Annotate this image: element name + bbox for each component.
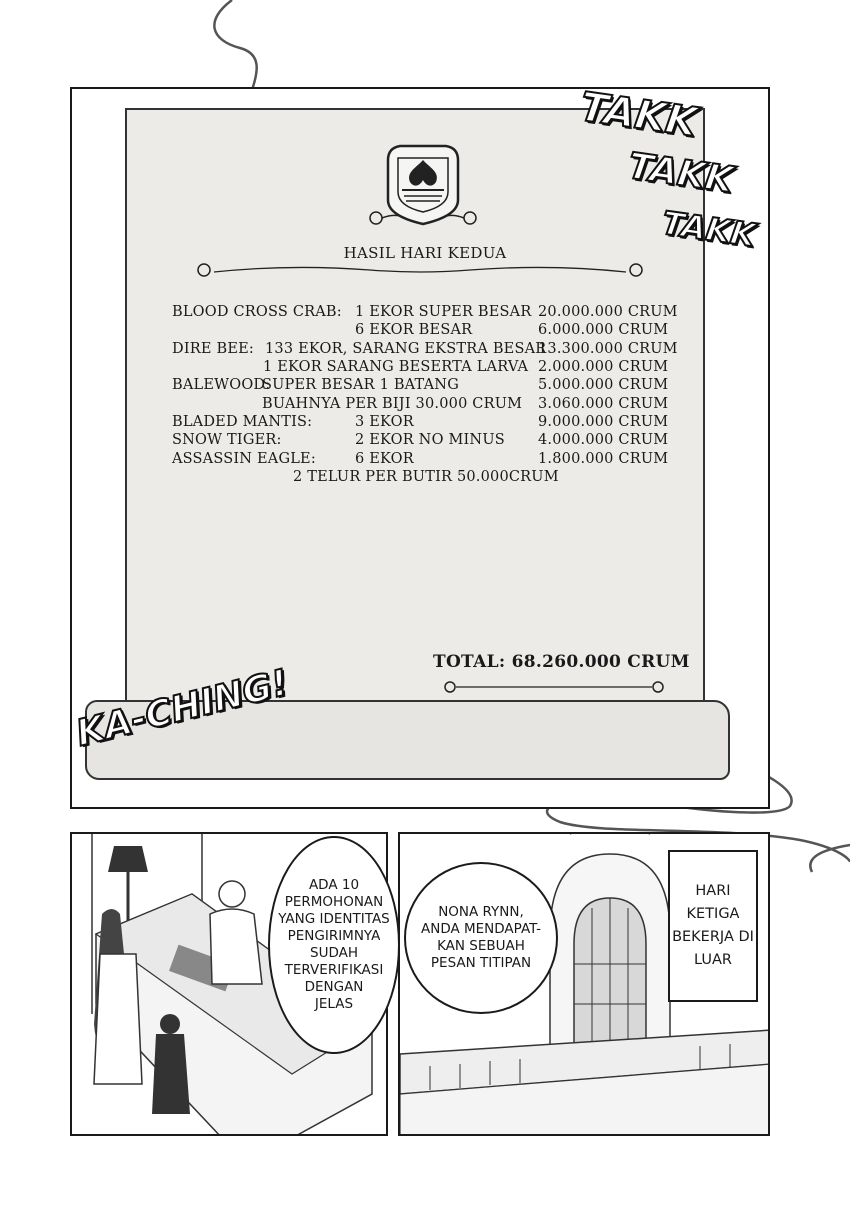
lobby-illustration: [91, 834, 374, 1134]
row-name: BLOOD CROSS CRAB:: [172, 304, 342, 320]
total-amount: TOTAL: 68.260.000 CRUM: [433, 652, 690, 672]
row-name: DIRE BEE:: [172, 341, 254, 357]
row-detail: 133 EKOR, SARANG EKSTRA BESAR: [265, 341, 547, 357]
row-detail: 1 EKOR SUPER BESAR: [355, 304, 532, 320]
row-detail: BUAHNYA PER BIJI 30.000 CRUM: [262, 396, 523, 412]
row-detail: 2 EKOR NO MINUS: [355, 432, 505, 448]
row-detail: 3 EKOR: [355, 414, 414, 430]
row-amount: 5.000.000 CRUM: [538, 377, 669, 393]
crest-emblem: [369, 144, 477, 226]
row-detail: 1 EKOR SARANG BESERTA LARVA: [263, 359, 529, 375]
scroll-roll: [85, 700, 730, 780]
ornament-divider-bottom: [444, 681, 664, 693]
ornament-divider: [197, 263, 643, 277]
speech-bubble-nona: NONA RYNN, ANDA MENDAPAT- KAN SEBUAH PES…: [404, 862, 558, 1014]
scroll-title: HASIL HARI KEDUA: [343, 244, 507, 262]
row-amount: 20.000.000 CRUM: [538, 304, 678, 320]
row-amount: 2.000.000 CRUM: [538, 359, 669, 375]
speech-bubble-clerk: ADA 10 PERMOHONAN YANG IDENTITAS PENGIRI…: [268, 836, 400, 1054]
row-detail: 2 TELUR PER BUTIR 50.000CRUM: [293, 469, 559, 485]
narration-caption: HARI KETIGA BEKERJA DI LUAR: [668, 850, 758, 1002]
row-name: BALEWOOD:: [172, 377, 271, 393]
row-detail: SUPER BESAR 1 BATANG: [262, 377, 459, 393]
row-detail: 6 EKOR: [355, 451, 414, 467]
row-amount: 9.000.000 CRUM: [538, 414, 669, 430]
row-amount: 1.800.000 CRUM: [538, 451, 669, 467]
row-amount: 3.060.000 CRUM: [538, 396, 669, 412]
row-amount: 4.000.000 CRUM: [538, 432, 669, 448]
row-name: BLADED MANTIS:: [172, 414, 313, 430]
row-name: SNOW TIGER:: [172, 432, 282, 448]
row-detail: 6 EKOR BESAR: [355, 322, 473, 338]
row-amount: 13.300.000 CRUM: [538, 341, 678, 357]
row-name: ASSASSIN EAGLE:: [172, 451, 316, 467]
row-amount: 6.000.000 CRUM: [538, 322, 669, 338]
building-illustration: [400, 834, 768, 1134]
